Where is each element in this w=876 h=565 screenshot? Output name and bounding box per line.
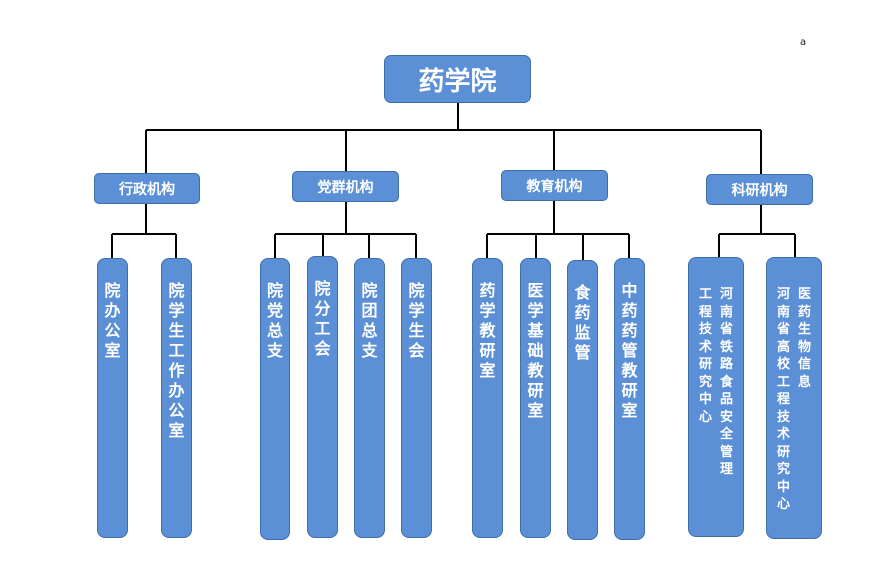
leaf-node: 院学生工作办公室 [161, 258, 192, 538]
leaf-label: 院办公室 [104, 281, 121, 360]
leaf-label: 中药药管教研室 [621, 281, 638, 420]
leaf-node: 院党总支 [260, 258, 290, 540]
leaf-node: 院分工会 [307, 256, 338, 538]
leaf-label: 医药生物信息 [798, 287, 812, 390]
corner-mark: a [800, 37, 807, 48]
category-education: 教育机构 [501, 170, 608, 201]
leaf-label: 医学基础教研室 [527, 281, 544, 420]
leaf-node: 食药监管 [567, 260, 598, 540]
leaf-label: 河南省高校工程技术研究中心 [776, 287, 790, 512]
leaf-label: 院党总支 [266, 281, 283, 360]
leaf-node: 医学基础教研室 [520, 258, 551, 538]
leaf-node: 院办公室 [97, 258, 128, 538]
category-research: 科研机构 [706, 174, 813, 205]
leaf-node: 药学教研室 [472, 258, 503, 538]
leaf-node-double: 工程技术研究中心河南省铁路食品安全管理 [688, 257, 744, 537]
leaf-label: 院学生工作办公室 [168, 281, 185, 440]
leaf-node: 院团总支 [354, 258, 385, 538]
leaf-label: 院团总支 [361, 281, 378, 360]
leaf-node-double: 河南省高校工程技术研究中心医药生物信息 [766, 257, 822, 539]
root-node: 药学院 [384, 55, 531, 103]
category-party: 党群机构 [292, 171, 399, 202]
leaf-label: 食药监管 [574, 283, 591, 362]
leaf-node: 院学生会 [401, 258, 432, 538]
leaf-node: 中药药管教研室 [614, 258, 645, 540]
leaf-label: 河南省铁路食品安全管理 [720, 287, 734, 477]
category-admin: 行政机构 [94, 173, 200, 204]
leaf-label: 药学教研室 [479, 281, 496, 380]
leaf-label: 工程技术研究中心 [698, 287, 712, 425]
leaf-label: 院学生会 [408, 281, 425, 360]
leaf-label: 院分工会 [314, 279, 331, 358]
